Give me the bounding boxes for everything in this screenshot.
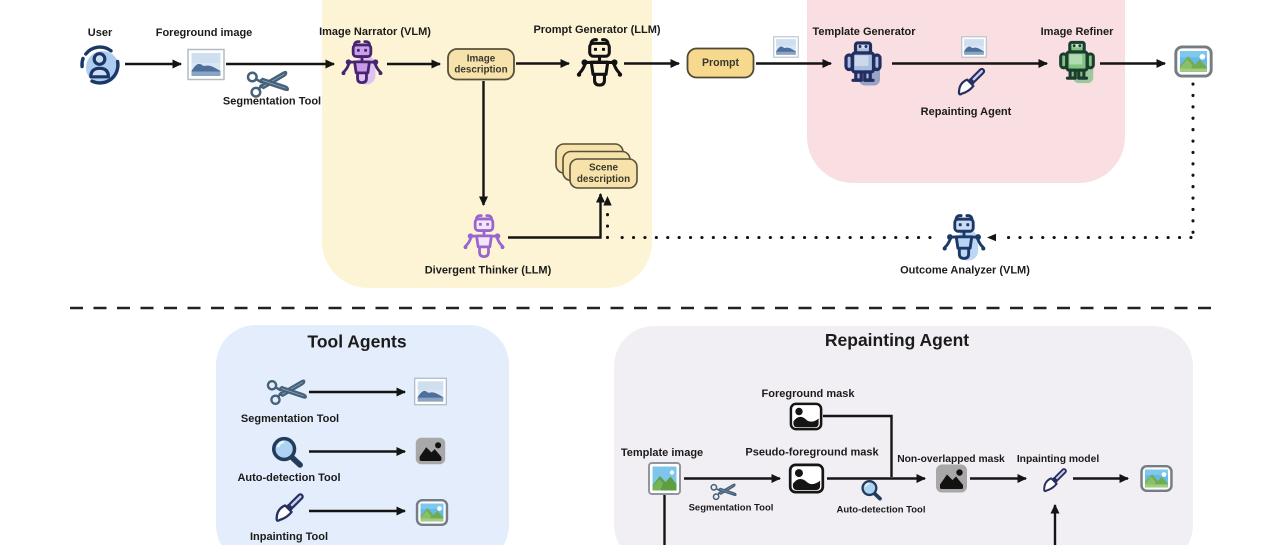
svg-text:Inpainting model: Inpainting model (1017, 454, 1100, 465)
svg-text:Segmentation Tool: Segmentation Tool (241, 413, 339, 425)
svg-text:Image: Image (467, 53, 496, 64)
svg-text:Repainting Agent: Repainting Agent (921, 106, 1012, 118)
svg-text:Tool Agents: Tool Agents (307, 332, 406, 352)
svg-text:Outcome Analyzer (VLM): Outcome Analyzer (VLM) (900, 265, 1030, 277)
svg-text:Template Generator: Template Generator (812, 26, 916, 38)
svg-text:Image Narrator (VLM): Image Narrator (VLM) (319, 26, 431, 38)
svg-text:Auto-detection Tool: Auto-detection Tool (237, 472, 340, 484)
svg-text:Scene: Scene (589, 163, 619, 174)
svg-text:Foreground mask: Foreground mask (762, 388, 856, 400)
svg-text:Repainting Agent: Repainting Agent (825, 330, 969, 350)
svg-text:Segmentation Tool: Segmentation Tool (689, 503, 774, 514)
svg-text:Foreground image: Foreground image (156, 27, 253, 39)
svg-text:User: User (88, 27, 113, 39)
svg-text:Non-overlapped mask: Non-overlapped mask (897, 454, 1005, 465)
svg-text:Inpainting Tool: Inpainting Tool (250, 531, 328, 543)
svg-text:Pseudo-foreground mask: Pseudo-foreground mask (745, 447, 879, 459)
svg-text:description: description (454, 65, 507, 76)
svg-text:Auto-detection Tool: Auto-detection Tool (836, 505, 925, 516)
svg-text:Image Refiner: Image Refiner (1041, 26, 1114, 38)
svg-text:Divergent Thinker (LLM): Divergent Thinker (LLM) (425, 265, 552, 277)
svg-text:Prompt Generator (LLM): Prompt Generator (LLM) (533, 24, 660, 36)
svg-text:Prompt: Prompt (702, 57, 740, 69)
svg-text:description: description (577, 174, 630, 185)
svg-text:Template image: Template image (621, 447, 703, 459)
svg-text:Segmentation Tool: Segmentation Tool (223, 96, 321, 108)
